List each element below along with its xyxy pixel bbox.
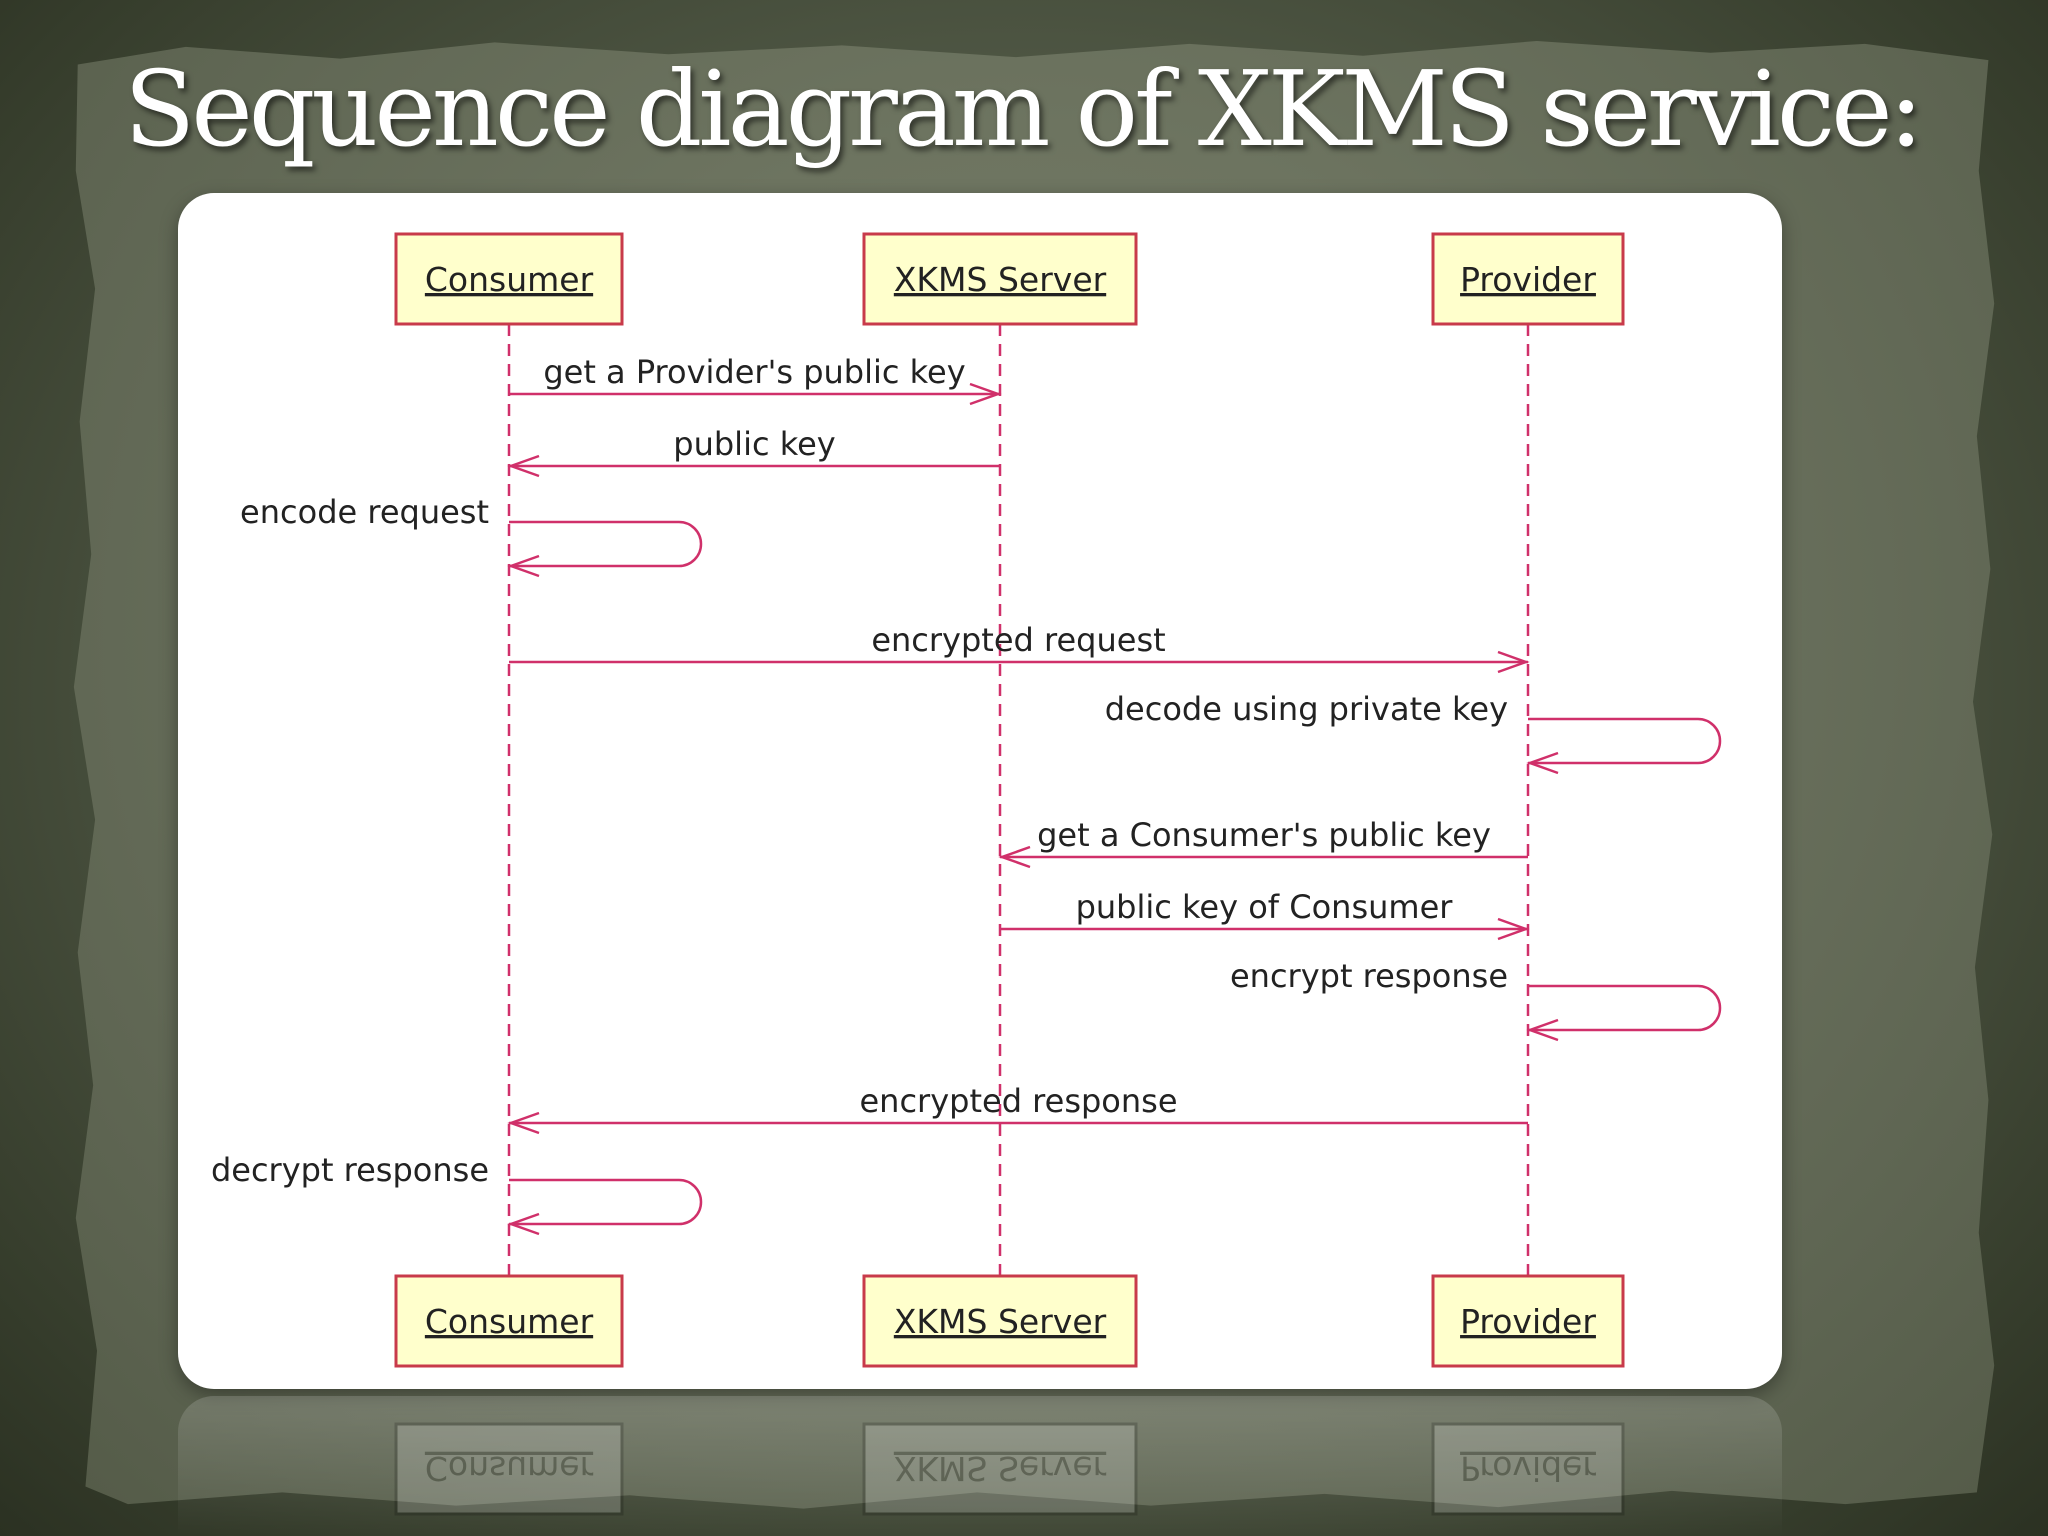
message-label: encrypt response [1230,957,1508,995]
message-0: get a Provider's public key [509,353,1002,406]
message-6: public key of Consumer [1000,888,1530,941]
arrow-head [969,382,1002,406]
actor-label: Consumer [425,260,594,299]
message-label: encrypted response [859,1082,1177,1120]
message-8: encrypted response [507,1082,1528,1135]
self-loop [1528,717,1722,765]
svg-text:Consumer: Consumer [425,1449,594,1488]
slide-title: Sequence diagram of XKMS service: [124,48,1924,170]
self-loop [1528,984,1722,1032]
actor-label: Provider [1460,260,1596,299]
message-label: public key [673,425,835,463]
actor-reflection-1: XKMS Server [862,1422,1138,1516]
actor-label: XKMS Server [894,260,1107,299]
actor-reflection-2: Provider [1431,1422,1625,1516]
self-loop [509,1178,703,1226]
arrow-head [1526,1018,1559,1042]
message-label: encode request [240,493,489,531]
card-reflection [178,1396,1782,1536]
actor-box-rect [1431,1274,1625,1368]
svg-text:Provider: Provider [1460,1449,1596,1488]
actor-box-rect [862,1274,1138,1368]
arrow-head [507,554,540,578]
actor-label: XKMS Server [894,1302,1107,1341]
actor-box-rect [394,1274,624,1368]
message-label: encrypted request [871,621,1165,659]
diagram-card [178,193,1782,1389]
arrow-head [507,1212,540,1236]
message-4: decode using private key [1105,690,1722,775]
message-label: public key of Consumer [1076,888,1454,926]
message-label: decode using private key [1105,690,1508,728]
message-1: public key [507,425,1000,478]
message-3: encrypted request [509,621,1530,674]
message-7: encrypt response [1230,957,1722,1042]
message-2: encode request [240,493,703,578]
actor-reflection-0: Consumer [394,1422,624,1516]
actor-top-1: XKMS Server [862,232,1138,326]
actor-label: Consumer [425,1302,594,1341]
actor-box-rect [862,232,1138,326]
message-label: get a Provider's public key [543,353,965,391]
arrow-head [507,454,540,478]
message-5: get a Consumer's public key [998,816,1528,869]
actor-top-0: Consumer [394,232,624,326]
actor-top-2: Provider [1431,232,1625,326]
arrow-head [1526,751,1559,775]
actor-bottom-1: XKMS Server [862,1274,1138,1368]
svg-text:XKMS Server: XKMS Server [894,1449,1107,1488]
self-loop [509,520,703,568]
actor-reflections: Consumer XKMS Server Provider [394,1422,1625,1516]
arrow-head [1497,650,1530,674]
actor-bottom-0: Consumer [394,1274,624,1368]
actor-label: Provider [1460,1302,1596,1341]
actor-bottom-2: Provider [1431,1274,1625,1368]
message-label: get a Consumer's public key [1037,816,1491,854]
message-label: decrypt response [211,1151,489,1189]
actor-box-rect [1431,232,1625,326]
message-9: decrypt response [211,1151,703,1236]
messages: get a Provider's public key public key enc… [211,353,1722,1236]
arrow-head [507,1111,540,1135]
arrow-head [998,845,1031,869]
actor-box-rect [394,232,624,326]
arrow-head [1497,917,1530,941]
